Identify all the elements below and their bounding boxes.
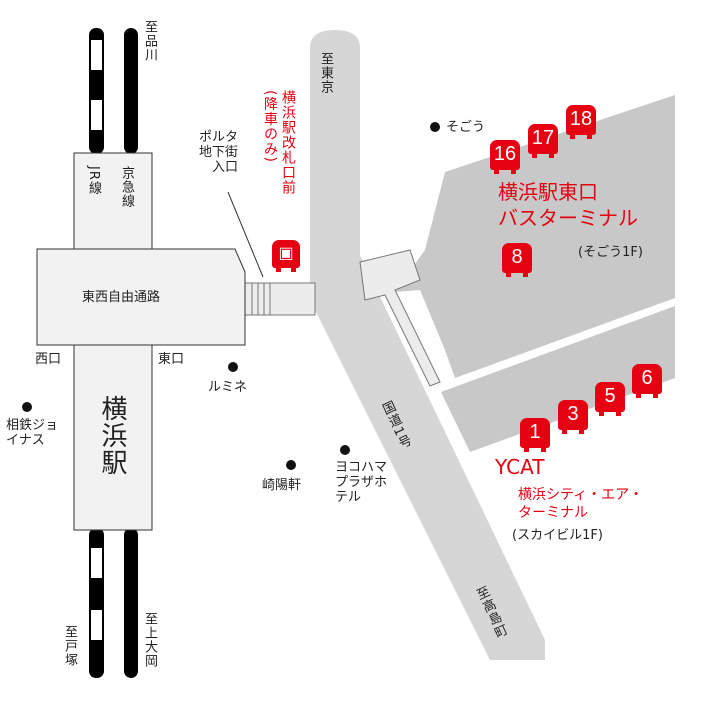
yokohama-plaza-hotel-label: ヨコハマプラザホテル xyxy=(335,460,388,505)
jr-track-north xyxy=(89,28,104,154)
keikyu-track-south xyxy=(124,528,138,678)
porta-leader-line xyxy=(227,191,264,278)
bus-stop-1[interactable]: 1 xyxy=(520,418,550,452)
ycat-title: YCAT xyxy=(495,455,545,479)
kaisatsu-stop-note: (降車のみ) xyxy=(262,90,278,163)
kiyoken-label: 崎陽軒 xyxy=(262,478,302,493)
bus-stop-6[interactable]: 6 xyxy=(632,364,662,398)
bus-stop-5[interactable]: 5 xyxy=(595,382,625,416)
bus-stop-17[interactable]: 17 xyxy=(528,124,558,158)
bus-stop-3[interactable]: 3 xyxy=(558,400,588,434)
porta-entrance-label: ポルタ地下街入口 xyxy=(198,130,238,175)
bridge xyxy=(244,282,316,316)
east-west-passage xyxy=(36,248,246,346)
direction-tokyo: 至東京 xyxy=(318,52,333,94)
ycat-floor: (スカイビル1F) xyxy=(512,528,603,543)
ycat-area xyxy=(441,306,675,452)
bus-stop-16[interactable]: 16 xyxy=(490,140,520,174)
ycat-name-1: 横浜シティ・エア・ xyxy=(518,487,644,503)
kaisatsu-stop-name: 横浜駅改札口前 xyxy=(280,90,296,195)
east-exit-label[interactable]: 東口 xyxy=(158,352,185,367)
kiyoken-dot-icon xyxy=(286,460,296,470)
ycat-name-2: ターミナル xyxy=(518,505,588,521)
pedestrian-deck xyxy=(359,249,441,387)
bus-stop-18[interactable]: 18 xyxy=(566,105,596,139)
west-exit-label[interactable]: 西口 xyxy=(35,352,62,367)
direction-shinagawa: 至品川 xyxy=(142,20,157,62)
direction-totsuka: 至戸塚 xyxy=(62,625,77,667)
east-terminal-name-2: バスターミナル xyxy=(498,206,638,230)
passage-label: 東西自由通路 xyxy=(82,290,161,305)
road-national-route-1 xyxy=(310,30,545,660)
sotetsu-dot-icon xyxy=(22,402,32,412)
east-terminal-name-1: 横浜駅東口 xyxy=(498,180,598,204)
direction-kamiooka: 至上大岡 xyxy=(142,612,157,668)
jr-track-south xyxy=(89,528,104,678)
station-name: 横浜駅 xyxy=(97,395,127,476)
keikyu-track-north xyxy=(124,28,138,154)
jr-line-label: JR線 xyxy=(86,166,101,195)
east-bus-terminal-area xyxy=(395,95,675,378)
lumine-dot-icon xyxy=(228,362,238,372)
bus-stop-8[interactable]: 8 xyxy=(502,243,532,277)
lumine-label: ルミネ xyxy=(208,380,248,395)
station-south-block xyxy=(73,343,153,531)
sogo-label: そごう xyxy=(446,120,486,135)
bus-icon[interactable]: ▣ xyxy=(272,240,300,272)
sogo-dot-icon xyxy=(430,122,440,132)
keikyu-line-label: 京急線 xyxy=(119,166,134,208)
plaza-hotel-dot-icon xyxy=(340,445,350,455)
east-terminal-floor: (そごう1F) xyxy=(578,245,643,260)
sotetsu-joinus-label: 相鉄ジョイナス xyxy=(6,418,59,448)
